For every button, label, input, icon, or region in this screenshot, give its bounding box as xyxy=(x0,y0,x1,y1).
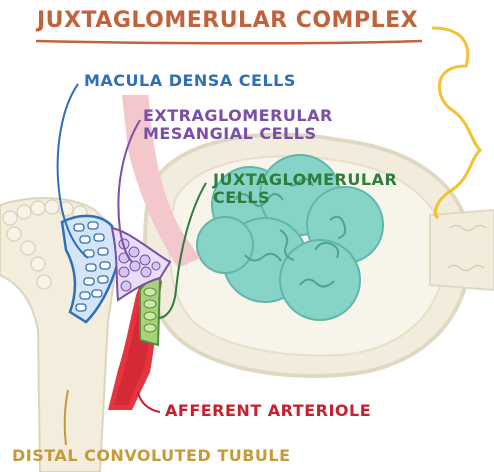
afferent-leader-line xyxy=(138,392,160,412)
juxtaglomerular-label-line1: JUXTAGLOMERULAR xyxy=(213,171,397,189)
juxtaglomerular-label: JUXTAGLOMERULAR CELLS xyxy=(213,171,397,208)
page-title: JUXTAGLOMERULAR COMPLEX xyxy=(37,8,418,33)
extraglomerular-label-line1: EXTRAGLOMERULAR xyxy=(143,107,333,125)
extraglomerular-mesangial-label: EXTRAGLOMERULAR MESANGIAL CELLS xyxy=(143,107,333,144)
distal-convoluted-tubule-label: DISTAL CONVOLUTED TUBULE xyxy=(12,447,291,465)
proximal-tubule xyxy=(430,210,494,290)
afferent-arteriole-label: AFFERENT ARTERIOLE xyxy=(165,402,371,420)
title-underline xyxy=(36,41,422,43)
macula-densa-label: MACULA DENSA CELLS xyxy=(84,72,296,90)
juxtaglomerular-label-line2: CELLS xyxy=(213,189,397,207)
extraglomerular-label-line2: MESANGIAL CELLS xyxy=(143,125,333,143)
